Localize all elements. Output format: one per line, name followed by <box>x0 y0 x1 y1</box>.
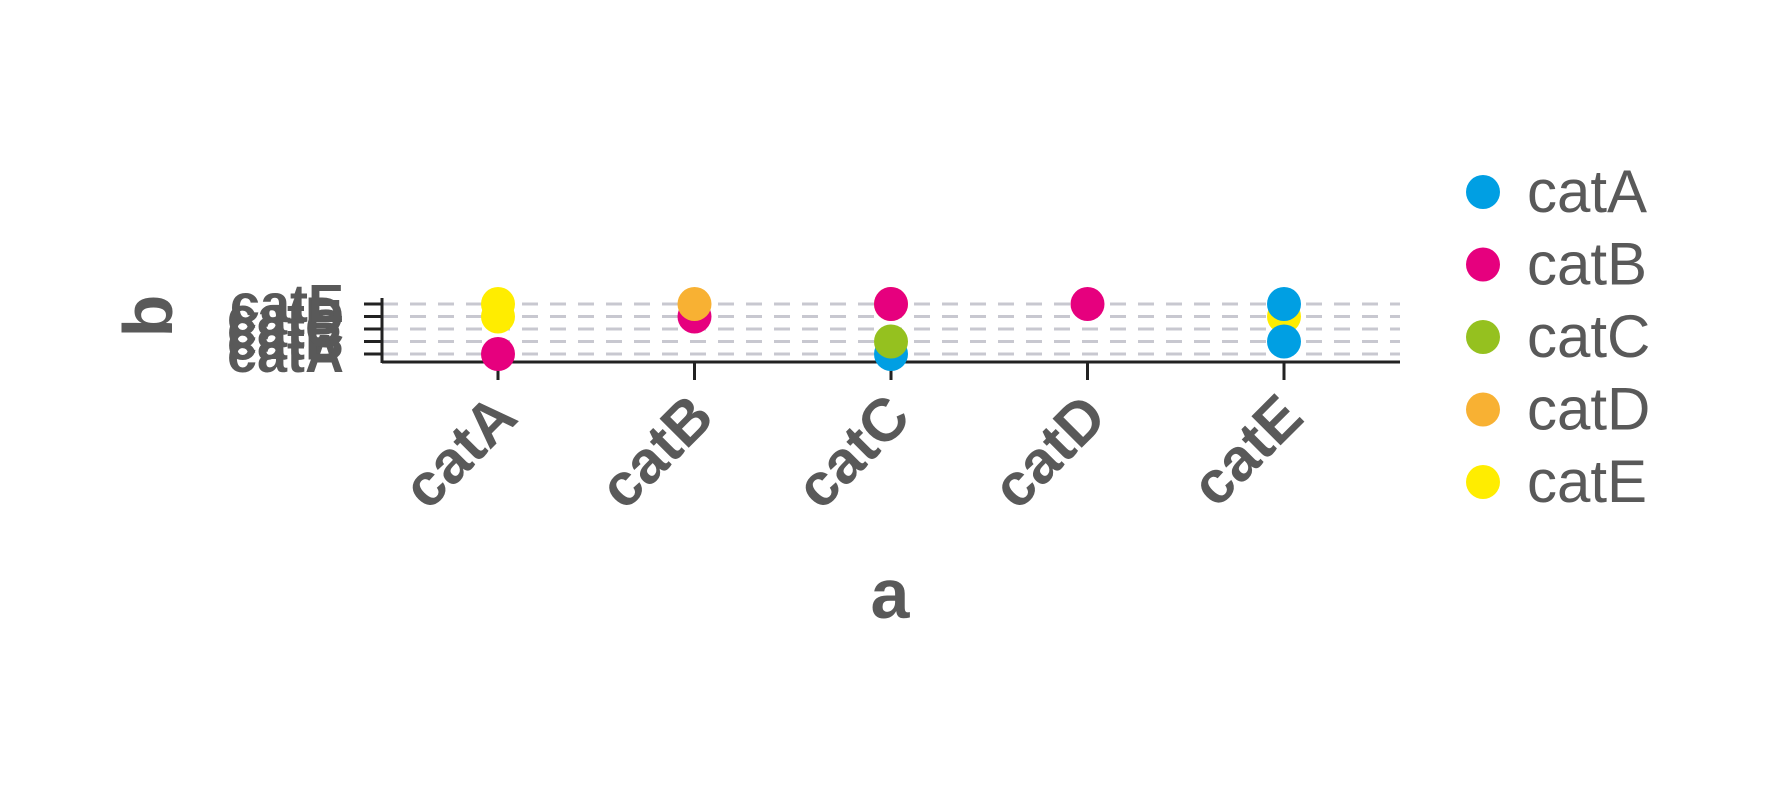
x-axis-title: a <box>871 555 911 633</box>
y-tick-label: catA <box>227 324 344 384</box>
data-points <box>481 287 1301 371</box>
y-tick-label: catD <box>227 287 344 347</box>
y-tick-label: catE <box>230 274 344 334</box>
legend-marker <box>1466 465 1500 499</box>
legend-marker <box>1466 392 1500 427</box>
data-point <box>677 287 712 321</box>
legend-label: catC <box>1527 303 1650 370</box>
data-point <box>481 287 515 321</box>
x-tick-label: catB <box>586 382 725 521</box>
y-tick-label: catC <box>227 299 344 359</box>
data-point <box>1070 287 1105 321</box>
data-point <box>874 287 908 321</box>
data-point <box>874 324 908 359</box>
x-tick-label: catC <box>783 382 922 521</box>
data-point <box>1267 324 1301 359</box>
x-ticks: catA catB catC catD catE <box>390 362 1315 521</box>
data-point <box>1267 287 1301 321</box>
x-tick-label: catD <box>979 382 1118 521</box>
data-point <box>481 337 515 371</box>
legend-label: catE <box>1527 448 1647 515</box>
legend-marker <box>1466 247 1500 282</box>
legend-label: catB <box>1527 231 1647 298</box>
y-tick-label: catB <box>227 312 344 372</box>
legend-label: catA <box>1527 158 1647 225</box>
y-axis-title: b <box>109 295 187 338</box>
legend-marker <box>1466 320 1500 354</box>
legend-marker <box>1466 175 1500 209</box>
x-tick-label: catE <box>1178 382 1315 519</box>
legend-label: catD <box>1527 376 1650 443</box>
x-tick-label: catA <box>390 382 529 521</box>
